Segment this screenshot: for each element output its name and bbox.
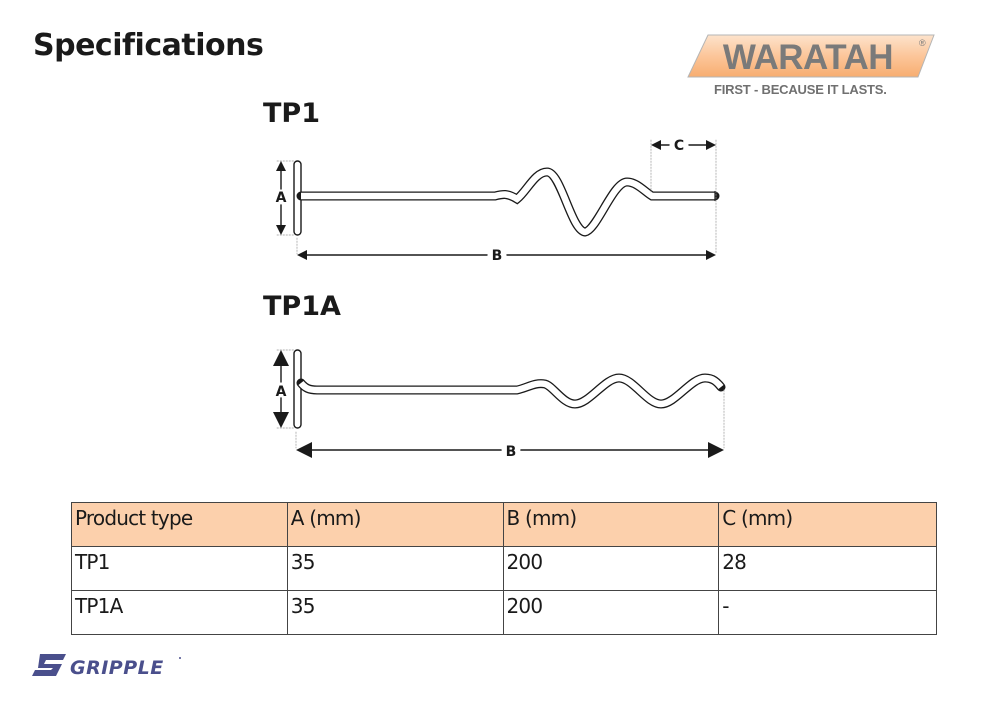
table-header-row: Product type A (mm) B (mm) C (mm) [71, 502, 937, 547]
page-title: Specifications [33, 28, 264, 63]
waratah-tagline: FIRST - BECAUSE IT LASTS. [714, 82, 887, 97]
specifications-table: Product type A (mm) B (mm) C (mm) TP1 35… [71, 502, 937, 635]
dimension-a-label: A [276, 190, 287, 206]
column-header-product-type: Product type [71, 502, 288, 547]
dimension-b-label: B [506, 444, 517, 460]
cell-c: 28 [718, 546, 937, 591]
waratah-logo: WARATAH ® [687, 34, 935, 78]
cell-a: 35 [286, 590, 504, 635]
table-row: TP1A 35 200 - [71, 590, 937, 635]
cell-a: 35 [286, 546, 504, 591]
waratah-wordmark: WARATAH [723, 38, 893, 77]
cell-product-type: TP1A [71, 590, 288, 635]
cell-c: - [718, 590, 937, 635]
cell-b: 200 [502, 590, 720, 635]
dimension-c-label: C [674, 138, 684, 154]
dimension-a-label: A [276, 384, 287, 400]
column-header-b: B (mm) [502, 502, 720, 547]
tp1a-diagram: A B [273, 349, 726, 460]
tp1-diagram: A B C [276, 138, 720, 264]
dimension-b-label: B [492, 248, 503, 264]
cell-b: 200 [502, 546, 720, 591]
gripple-logo: GRIPPLE [32, 654, 181, 679]
column-header-c: C (mm) [718, 502, 937, 547]
tp1-heading: TP1 [263, 98, 320, 129]
gripple-wordmark: GRIPPLE [70, 657, 164, 679]
table-row: TP1 35 200 28 [71, 546, 937, 591]
cell-product-type: TP1 [71, 546, 288, 591]
svg-text:®: ® [919, 38, 926, 48]
column-header-a: A (mm) [286, 502, 504, 547]
tp1a-heading: TP1A [263, 291, 341, 322]
